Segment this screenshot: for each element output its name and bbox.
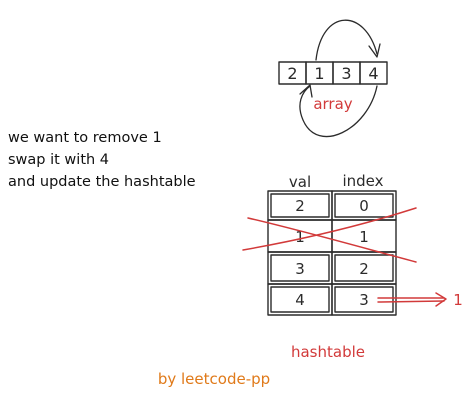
hashtable-row-2-index-inner bbox=[334, 254, 394, 282]
removed-row-cross bbox=[242, 207, 417, 263]
array-cell-3: 4 bbox=[368, 64, 378, 83]
array-diagram: 2 1 3 4 array bbox=[278, 19, 388, 138]
hashtable-row-0-val: 2 bbox=[295, 197, 305, 215]
credit-text: by leetcode-pp bbox=[158, 370, 270, 388]
hashtable-row-3-val: 4 bbox=[295, 291, 305, 309]
explanation-line-3: and update the hashtable bbox=[8, 174, 196, 190]
hashtable-row-1-val: 1 bbox=[295, 228, 305, 246]
swap-arrows bbox=[299, 19, 381, 138]
update-arrow bbox=[377, 292, 447, 307]
explanation-line-1: we want to remove 1 bbox=[8, 130, 162, 146]
swap-arrow-bottom bbox=[299, 85, 378, 138]
hashtable-row-3-index-inner bbox=[334, 286, 394, 313]
update-arrow-shaft-2 bbox=[377, 300, 445, 303]
cross-stroke-1 bbox=[247, 217, 417, 263]
update-arrow-head bbox=[435, 292, 447, 307]
hashtable-header-val: val bbox=[289, 173, 311, 191]
explanation-line-2: swap it with 4 bbox=[8, 152, 109, 168]
hashtable-row-3-index-box bbox=[331, 283, 397, 316]
hashtable-row-2-val-inner bbox=[270, 254, 330, 282]
hashtable-row-1-index: 1 bbox=[359, 228, 369, 246]
hashtable-row-0-val-inner bbox=[270, 193, 330, 218]
cross-stroke-2 bbox=[242, 207, 417, 251]
hashtable-diagram: val index 2 0 1 1 3 2 4 bbox=[242, 172, 463, 361]
swap-arrow-top-head bbox=[368, 43, 381, 58]
array-cell-2: 3 bbox=[341, 64, 351, 83]
swap-arrow-bottom-head bbox=[299, 84, 313, 98]
array-cell-3-box bbox=[359, 61, 388, 85]
array-cell-0: 2 bbox=[287, 64, 297, 83]
array-cells bbox=[278, 61, 388, 85]
hashtable-row-0-index: 0 bbox=[359, 197, 369, 215]
hashtable-grid bbox=[267, 190, 397, 316]
hashtable-header-index: index bbox=[342, 172, 383, 190]
hashtable-row-0-index-inner bbox=[334, 193, 394, 218]
array-cell-1: 1 bbox=[314, 64, 324, 83]
hashtable-label: hashtable bbox=[291, 343, 365, 361]
hashtable-row-2-index: 2 bbox=[359, 260, 369, 278]
hashtable-row-3-index: 3 bbox=[359, 291, 369, 309]
hashtable-row-2-val: 3 bbox=[295, 260, 305, 278]
explanation-text: we want to remove 1 swap it with 4 and u… bbox=[8, 130, 196, 190]
array-label: array bbox=[313, 95, 352, 113]
update-target-value: 1 bbox=[453, 291, 463, 309]
hashtable-row-3-val-inner bbox=[270, 286, 330, 313]
swap-arrow-top bbox=[315, 19, 378, 61]
